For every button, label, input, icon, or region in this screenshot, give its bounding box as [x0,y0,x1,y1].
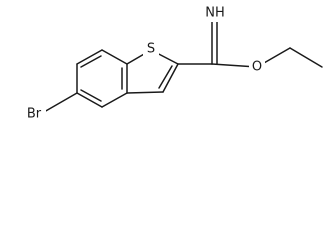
bonds [43,17,323,113]
sulfur-atom: S [143,40,159,58]
bond-c7a-c7 [101,49,128,65]
bromine-label: Br [27,107,42,122]
structure-drawing: S NH O Br [22,4,323,122]
bond-c2-c3-double [158,65,173,89]
bond-c7-c6 [76,49,103,65]
ester-oxygen-atom: O [249,58,265,76]
ester-oxygen-label: O [252,60,262,75]
imine-nitrogen-label: NH [205,6,225,21]
bond-c3-c3a [126,91,164,94]
bond-c5-c4-double [80,89,102,102]
bromine-atom: Br [22,104,46,122]
imine-nitrogen-atom: NH [203,4,227,22]
bond-c7-c6-double [80,55,102,68]
bond-ch2-ch3 [289,47,323,68]
bond-c5-c4 [76,92,103,108]
atom-labels: S NH O Br [22,4,265,122]
bond-c5-br [43,92,78,113]
bond-c4-c3a [101,92,128,108]
bond-c2-c3 [162,63,179,93]
sulfur-label: S [147,42,155,57]
